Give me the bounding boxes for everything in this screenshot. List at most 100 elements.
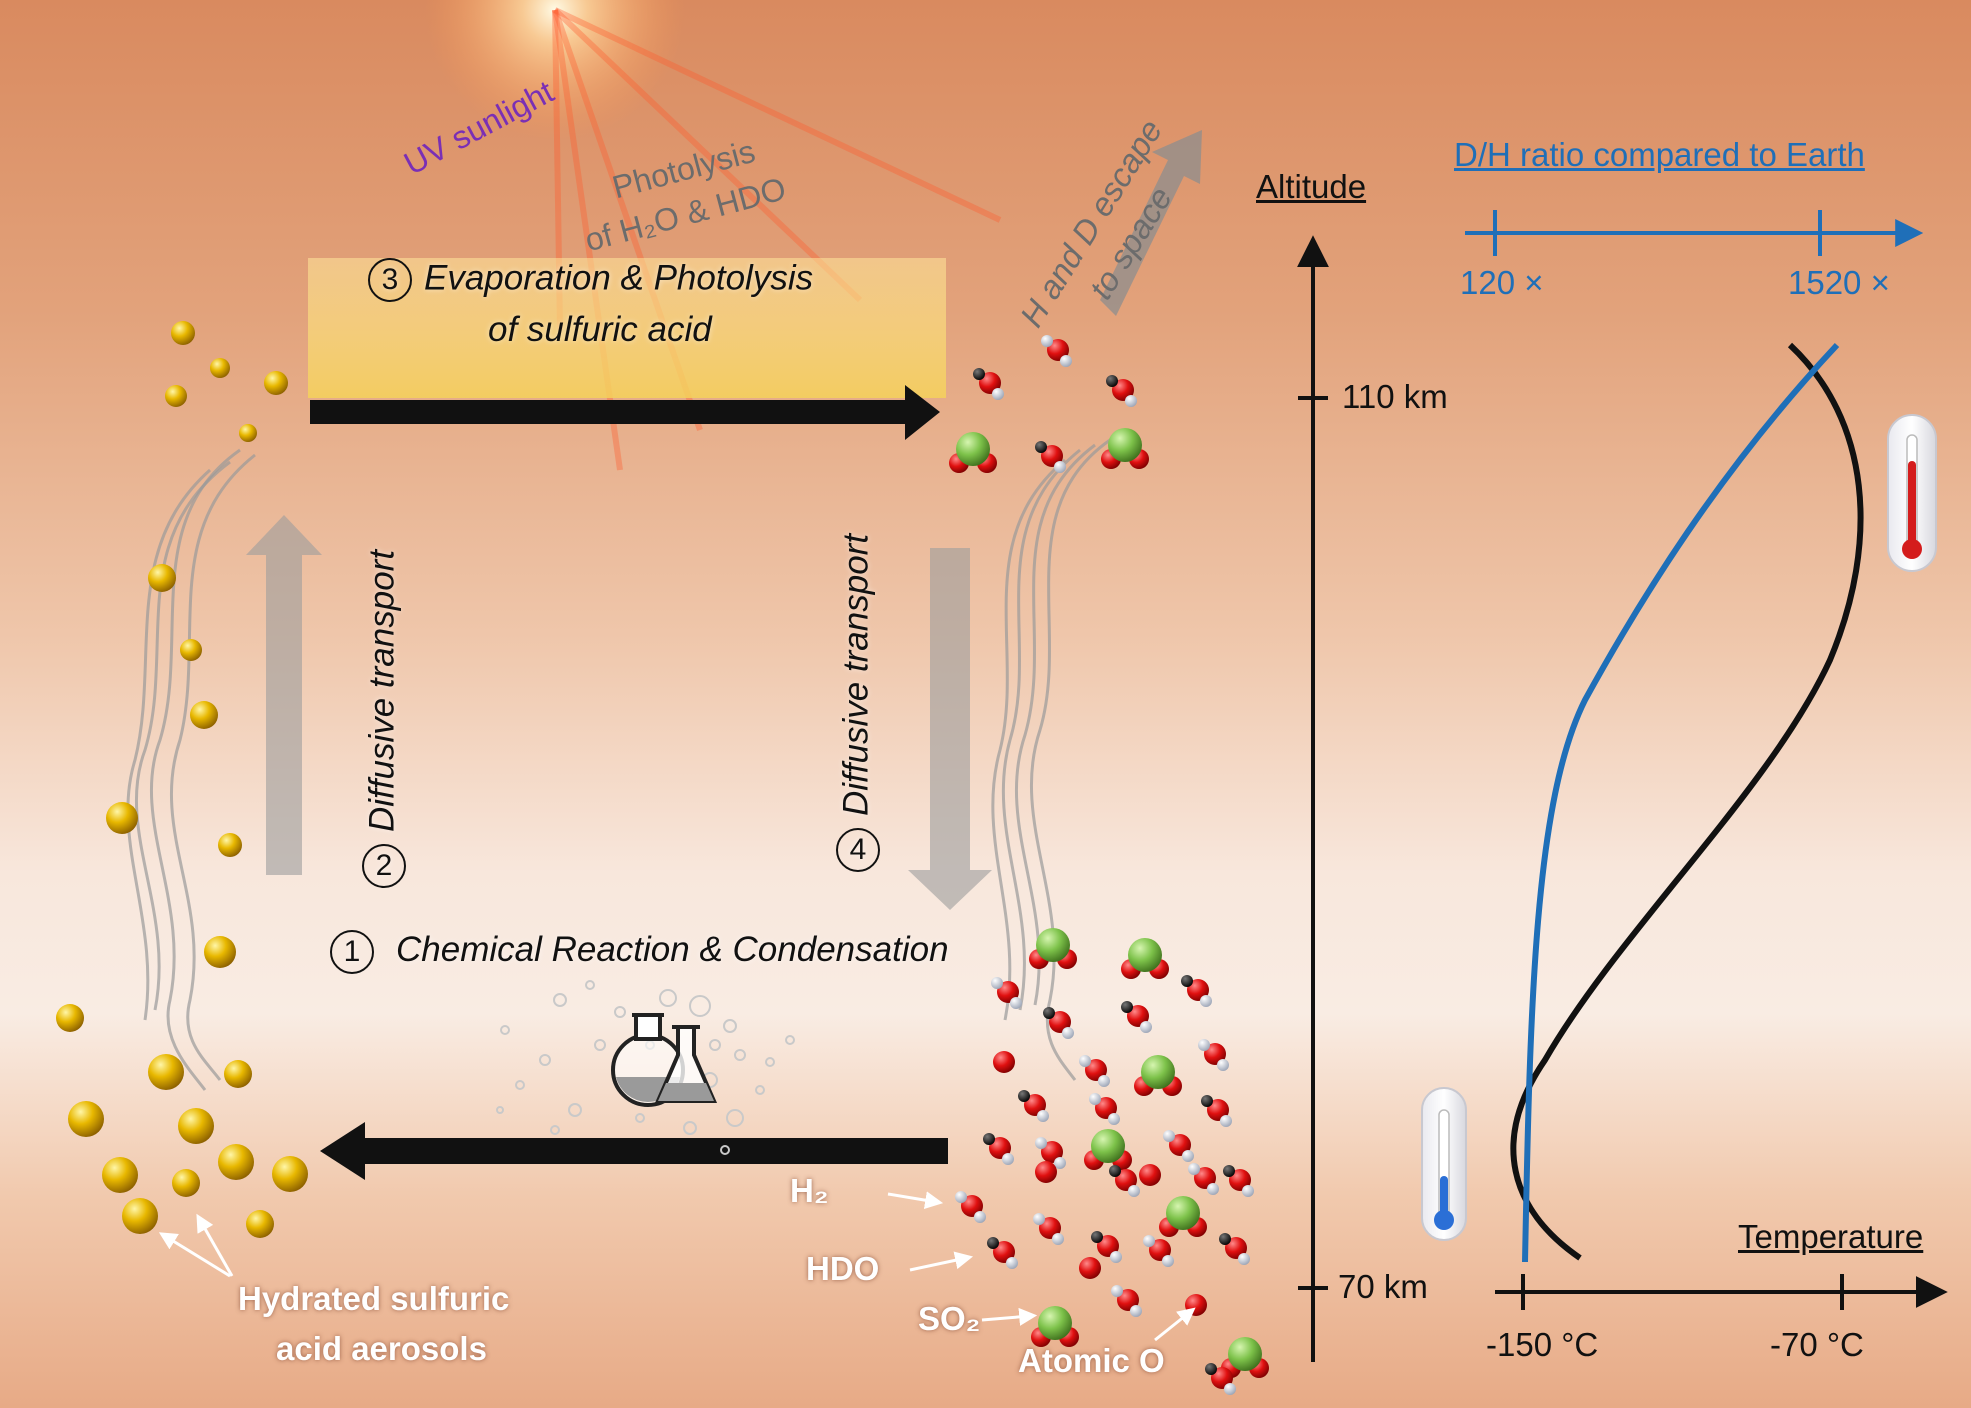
dh-ratio-profile-curve: [1522, 342, 1840, 1263]
bubble: [550, 1125, 560, 1135]
hydrogen-atom: [1033, 1213, 1045, 1225]
hydrogen-atom: [1002, 1153, 1014, 1165]
bubble: [765, 1057, 775, 1067]
altitude-tick-label-110: 110 km: [1342, 378, 1448, 415]
hydrogen-atom: [1054, 1157, 1066, 1169]
aerosol-particle: [180, 639, 202, 661]
step1-number: 1: [330, 930, 374, 974]
sulfur-atom: [1108, 428, 1142, 462]
hydrogen-atom: [1140, 1021, 1152, 1033]
temperature-tick-label-minus150: -150 °C: [1486, 1326, 1599, 1363]
oxygen-atom: [1225, 1237, 1247, 1259]
hydrogen-atom: [1041, 335, 1053, 347]
dh-tick-label-1520: 1520 ×: [1788, 264, 1890, 301]
bubble: [585, 980, 595, 990]
hydrogen-atom: [1130, 1305, 1142, 1317]
oxygen-atom: [1194, 1167, 1216, 1189]
aerosols-line2: acid aerosols: [276, 1330, 487, 1367]
atomic-oxygen: [1079, 1257, 1101, 1279]
bubble: [635, 1113, 645, 1123]
oxygen-atom: [1041, 445, 1063, 467]
sulfur-atom: [1038, 1306, 1072, 1340]
oxygen-atom: [989, 1137, 1011, 1159]
hydrogen-atom: [1111, 1285, 1123, 1297]
downward-transport-arrow: [908, 548, 992, 910]
oxygen-atom: [961, 1195, 983, 1217]
hydrogen-atom: [1143, 1235, 1155, 1247]
deuterium-atom: [1181, 975, 1193, 987]
oxygen-atom: [1204, 1043, 1226, 1065]
cold-thermometer-icon: [1421, 1087, 1467, 1241]
aerosol-particle: [190, 701, 218, 729]
left-diffusion-swirls: [126, 448, 256, 1091]
aerosol-particle: [171, 321, 195, 345]
oxygen-atom: [1211, 1367, 1233, 1389]
hot-thermometer-icon: [1887, 414, 1937, 572]
sulfur-atom: [1228, 1337, 1262, 1371]
bubble: [553, 993, 567, 1007]
deuterium-atom: [987, 1237, 999, 1249]
oxygen-atom: [1127, 1005, 1149, 1027]
hydrogen-atom: [1089, 1093, 1101, 1105]
hydrogen-atom: [1198, 1039, 1210, 1051]
deuterium-atom: [1121, 1001, 1133, 1013]
evaporation-arrow: [310, 385, 940, 440]
bubble: [568, 1103, 582, 1117]
step3-number: 3: [368, 258, 412, 302]
aerosol-particle: [148, 564, 176, 592]
atomic-oxygen: [1139, 1164, 1161, 1186]
aerosol-particle: [172, 1169, 200, 1197]
bubble: [659, 989, 677, 1007]
aerosols-line1: Hydrated sulfuric: [238, 1280, 510, 1317]
altitude-axis-title: Altitude: [1256, 168, 1367, 205]
bubble: [726, 1109, 744, 1127]
aerosol-particle: [264, 371, 288, 395]
hydrogen-atom: [1162, 1255, 1174, 1267]
oxygen-atom: [1024, 1094, 1046, 1116]
hdo-label: HDO: [806, 1250, 880, 1287]
oxygen-atom: [1149, 1239, 1171, 1261]
dh-ratio-axis: [1465, 210, 1924, 256]
oxygen-atom: [1187, 979, 1209, 1001]
hydrogen-atom: [955, 1191, 967, 1203]
deuterium-atom: [1109, 1165, 1121, 1177]
step4-label: 4Diffusive transport: [836, 534, 880, 872]
temperature-profile-curve: [1510, 342, 1864, 1261]
deuterium-atom: [1091, 1231, 1103, 1243]
step2-number: 2: [362, 844, 406, 888]
bubble: [496, 1106, 504, 1114]
deuterium-atom: [973, 368, 985, 380]
hydrogen-atom: [1188, 1163, 1200, 1175]
oxygen-atom: [1117, 1289, 1139, 1311]
aerosol-particle: [68, 1101, 104, 1137]
aerosols-label: Hydrated sulfuric acid aerosols: [238, 1274, 509, 1374]
hydrogen-atom: [1006, 1257, 1018, 1269]
aerosol-particle: [218, 833, 242, 857]
deuterium-atom: [1201, 1095, 1213, 1107]
step4-number: 4: [836, 828, 880, 872]
aerosol-particle: [272, 1156, 308, 1192]
hydrogen-atom: [1054, 461, 1066, 473]
hydrogen-atom: [992, 388, 1004, 400]
oxygen-atom: [1115, 1169, 1137, 1191]
deuterium-atom: [1043, 1007, 1055, 1019]
bubble: [709, 1039, 721, 1051]
deuterium-atom: [983, 1133, 995, 1145]
hydrogen-atom: [1182, 1150, 1194, 1162]
hydrogen-atom: [1128, 1185, 1140, 1197]
label-leaders: [158, 1191, 1196, 1342]
sulfur-atom: [1128, 938, 1162, 972]
bubble: [723, 1019, 737, 1033]
oxygen-atom: [1207, 1099, 1229, 1121]
hydrogen-atom: [991, 977, 1003, 989]
aerosol-particle: [122, 1198, 158, 1234]
aerosol-particle: [224, 1060, 252, 1088]
oxygen-atom: [1097, 1235, 1119, 1257]
temperature-axis: [1495, 1274, 1948, 1310]
bubble: [785, 1035, 795, 1045]
bubble: [734, 1049, 746, 1061]
sun: [425, 0, 1002, 471]
oxygen-atom: [1112, 379, 1134, 401]
oxygen-atom: [1085, 1059, 1107, 1081]
deuterium-atom: [1223, 1165, 1235, 1177]
